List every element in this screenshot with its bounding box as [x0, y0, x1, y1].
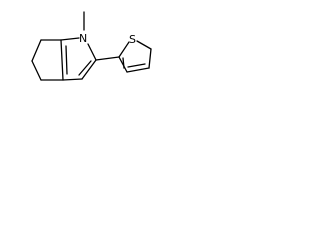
bond: [136, 40, 152, 50]
bond: [118, 41, 130, 58]
molecule-structure: N S: [31, 11, 152, 81]
bond: [148, 48, 152, 69]
thiophene-ring: [118, 40, 152, 73]
bond: [122, 57, 125, 69]
bond: [31, 39, 42, 62]
bond: [60, 39, 64, 81]
bond: [87, 43, 97, 61]
bond: [81, 59, 97, 80]
bond: [127, 63, 146, 68]
bond: [65, 45, 68, 75]
sulfur-label: S: [129, 33, 136, 46]
bond: [126, 67, 150, 73]
fusion-bond: [60, 39, 68, 81]
bond: [78, 60, 92, 76]
bond: [62, 78, 83, 81]
nitrogen-label: N: [79, 32, 87, 45]
cyclopentane-ring: [31, 39, 64, 81]
pyrrole-ring: [60, 37, 97, 81]
bond: [60, 37, 80, 41]
bond: [31, 60, 42, 81]
link-bond: [95, 56, 120, 61]
